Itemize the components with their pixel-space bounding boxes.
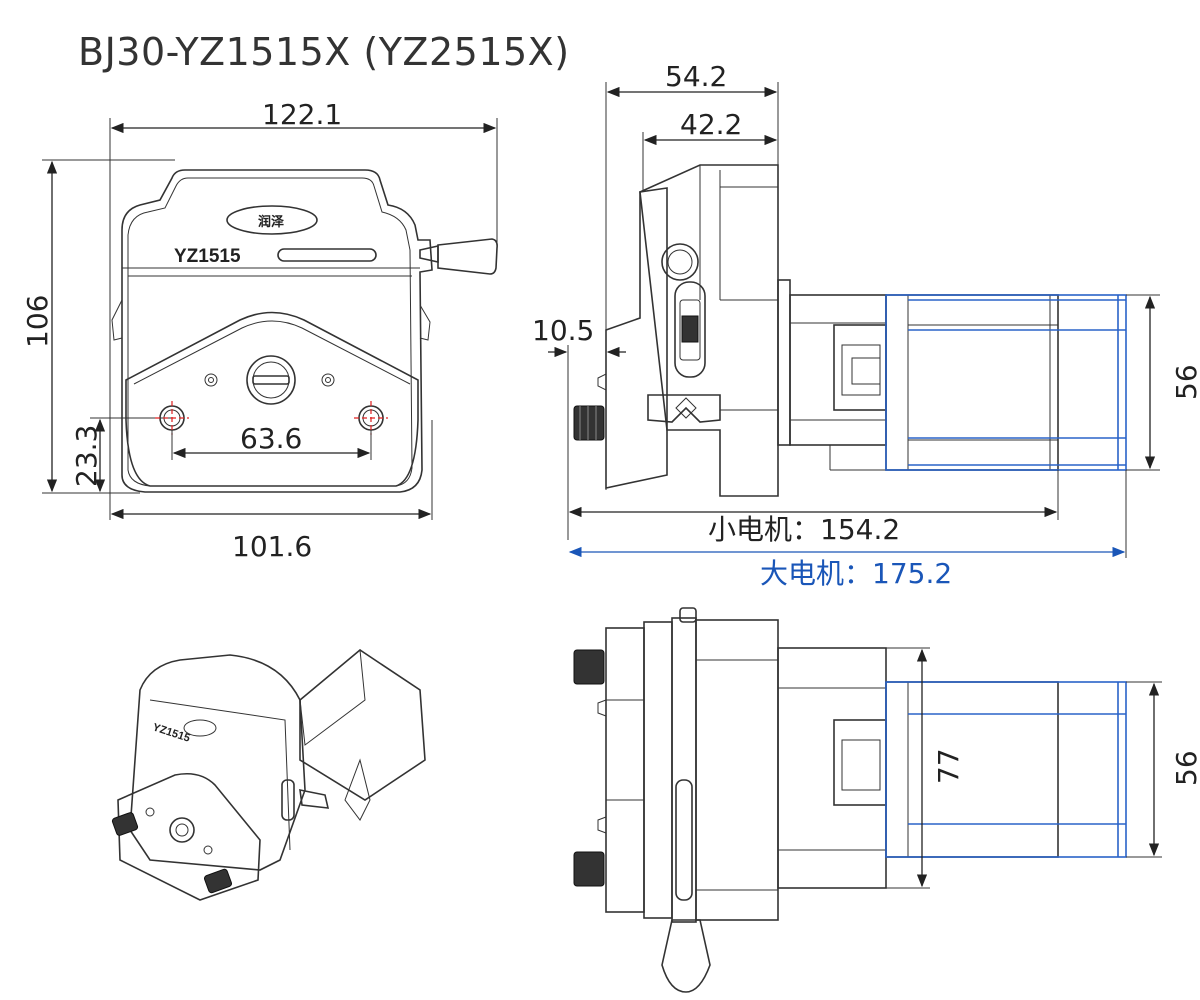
dim-large-motor: 大电机：175.2 [760,557,952,590]
drawing-title: BJ30-YZ1515X (YZ2515X) [78,30,570,74]
hole-left [155,401,189,435]
dim-front-height: 106 [21,295,54,348]
front-view: 122.1 106 23.3 101.6 润泽 YZ1515 [21,98,498,563]
dim-hole-height: 23.3 [70,425,103,487]
top-view: 77 56 [573,607,1200,993]
dim-small-motor: 小电机：154.2 [708,513,900,546]
front-model-label: YZ1515 [174,246,241,267]
dim-side-motor-height: 56 [1170,364,1200,400]
dim-top-mount: 77 [932,748,965,784]
dim-side-top-inner: 42.2 [680,108,742,141]
dim-front-width-top: 122.1 [262,98,342,131]
side-view: 54.2 42.2 10.5 [532,60,1200,590]
dim-hole-spacing: 63.6 [240,422,302,455]
front-badge: 润泽 [258,214,285,230]
dim-side-top-outer: 54.2 [665,60,727,93]
dim-side-left-offset: 10.5 [532,314,594,347]
dim-top-motor-height: 56 [1170,750,1200,786]
dim-front-width-bottom: 101.6 [232,530,312,563]
hole-right [354,401,388,435]
isometric-view: YZ1515 [111,649,426,901]
